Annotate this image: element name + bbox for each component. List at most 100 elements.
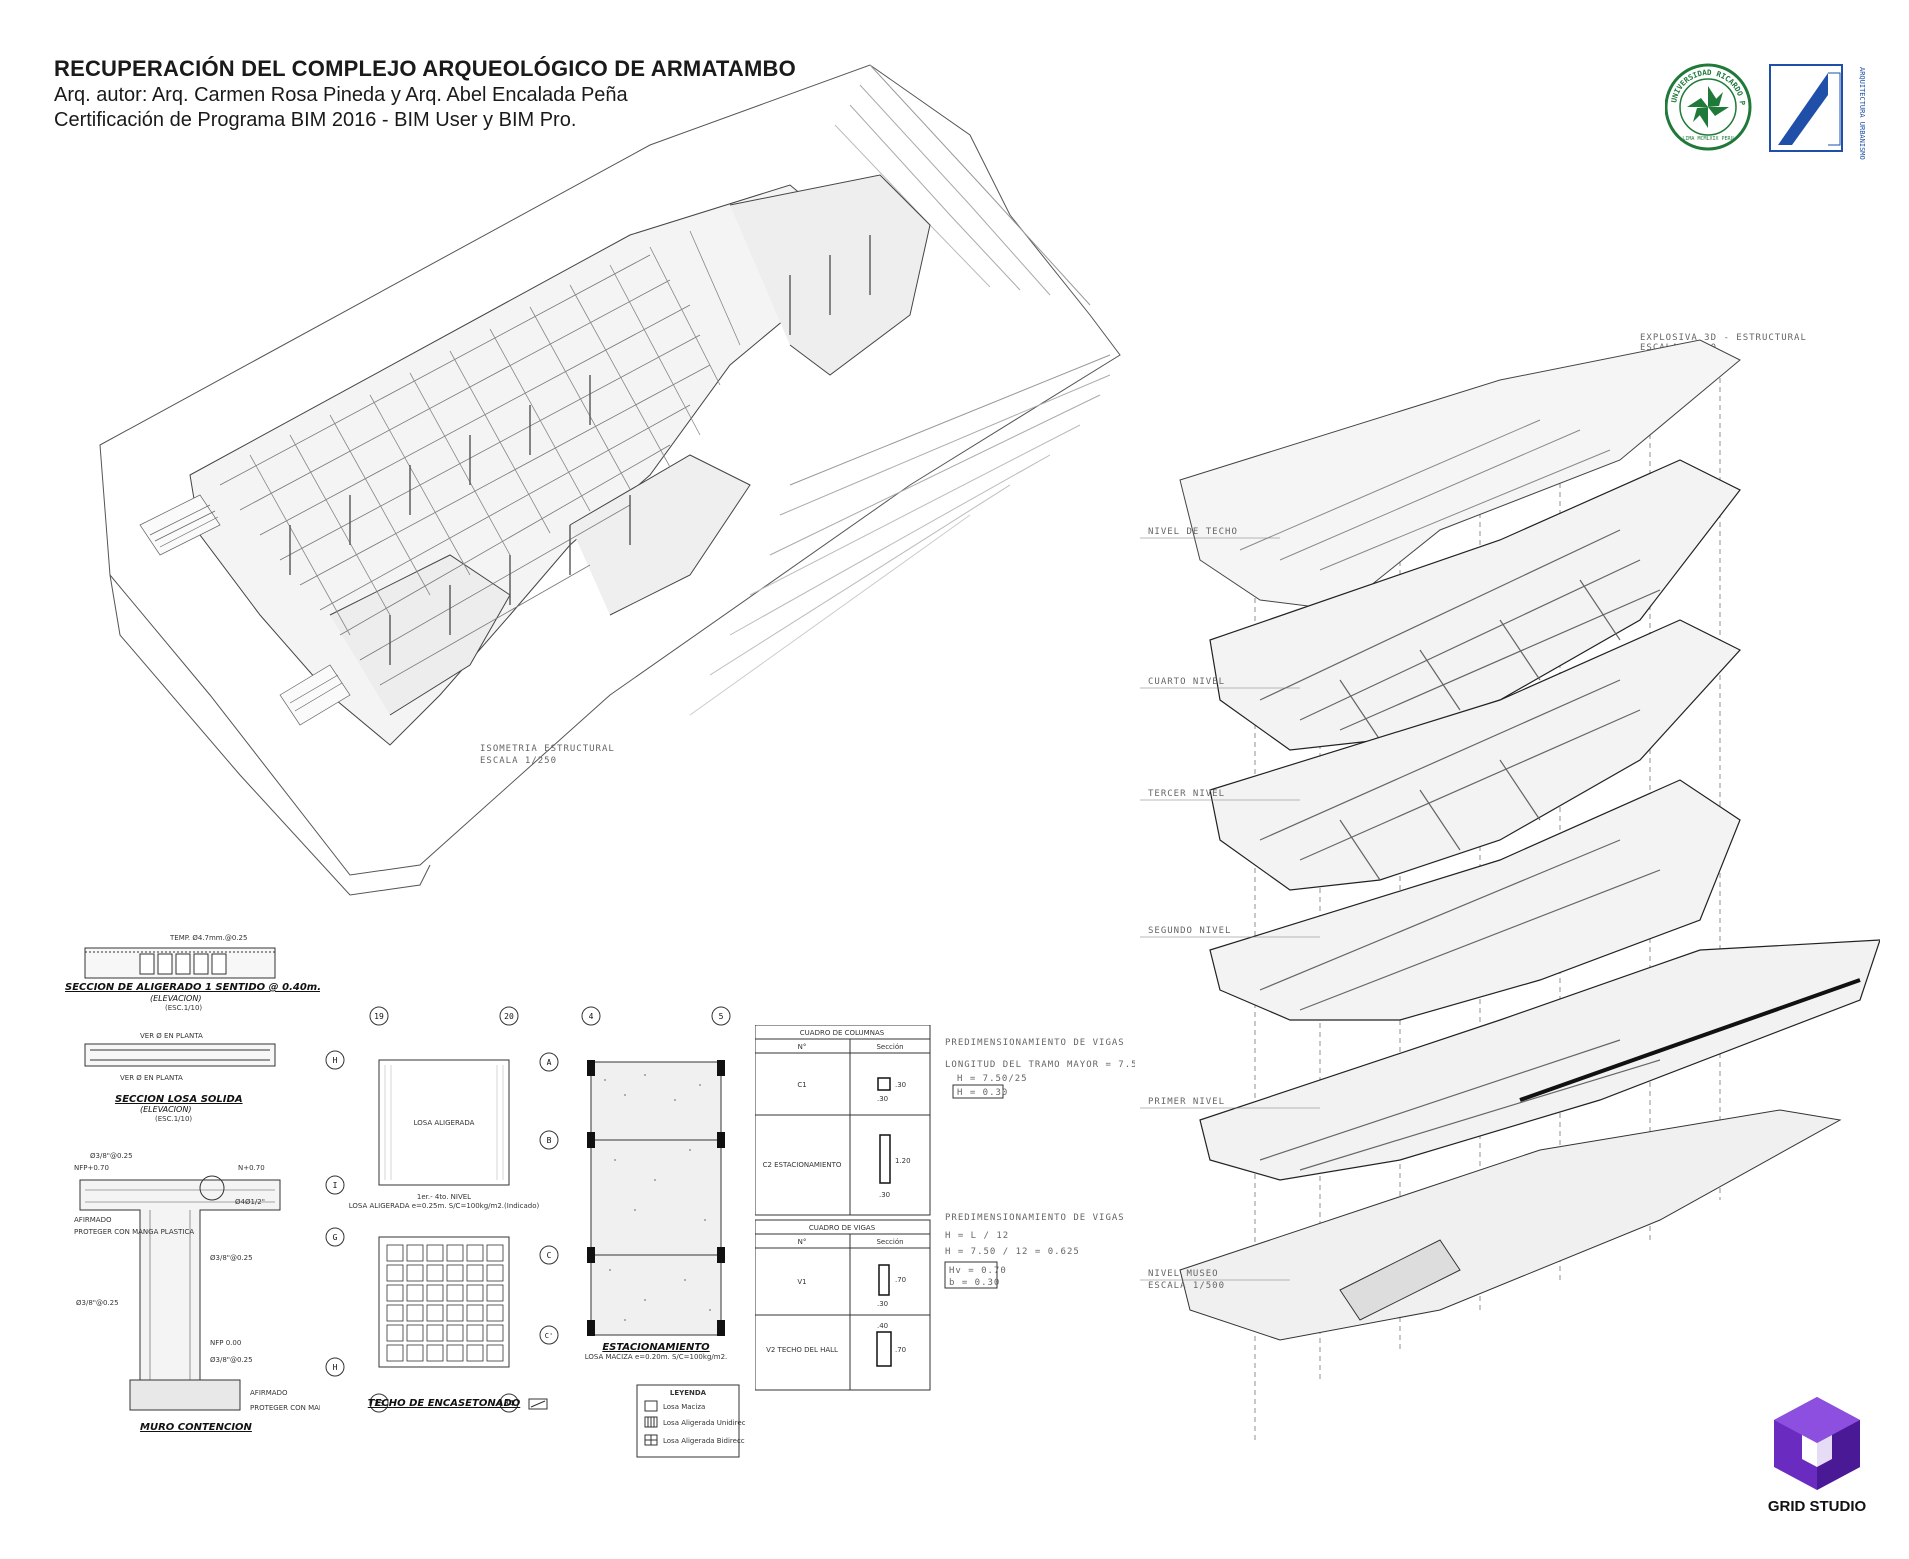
svg-text:G: G [333,1233,338,1242]
certification-text: Certificación de Programa BIM 2016 - BIM… [54,109,577,131]
level-third [1209,619,1741,891]
losa-solida-section: VER Ø EN PLANTA VER Ø EN PLANTA SECCION … [84,1032,276,1123]
svg-text:(ELEVACION): (ELEVACION) [140,1105,191,1114]
slab-plans: 19 20 H I LOSA ALIGERADA 1er.- 4to. NIVE… [325,1006,745,1458]
svg-text:Sección: Sección [876,1238,903,1246]
svg-text:Losa Maciza: Losa Maciza [663,1403,705,1411]
plan-encasetonado: G H 33 34 TECHO DE ENCASETONADO [325,1227,521,1413]
level-first [1199,939,1880,1181]
svg-text:.30: .30 [877,1300,888,1308]
svg-text:Ø3/8"@0.25: Ø3/8"@0.25 [76,1299,119,1307]
svg-text:20: 20 [504,1012,514,1021]
building-main-block [189,184,851,746]
predim-vigas-1: PREDIMENSIONAMIENTO DE VIGAS LONGITUD DE… [945,1038,1135,1099]
svg-text:V1: V1 [797,1278,806,1286]
grid-studio-icon [1774,1397,1860,1490]
svg-text:N°: N° [798,1238,807,1246]
aligerado-title: SECCION DE ALIGERADO 1 SENTIDO @ 0.40m. [65,982,320,993]
svg-text:1er.- 4to. NIVEL: 1er.- 4to. NIVEL [417,1193,471,1201]
svg-text:NFP+0.70: NFP+0.70 [74,1164,109,1172]
isometric-label: ISOMETRIA ESTRUCTURAL [480,744,615,754]
svg-text:Losa Aligerada Unidireccional: Losa Aligerada Unidireccional [663,1419,745,1427]
scale-symbol [528,1398,548,1410]
muro-title: MURO CONTENCION [140,1422,253,1433]
svg-text:(ESC.1/10): (ESC.1/10) [165,1004,202,1012]
columns-table: CUADRO DE COLUMNAS N° Sección C1 .30 .30… [755,1025,931,1216]
svg-text:LOSA ALIGERADA: LOSA ALIGERADA [414,1119,475,1127]
level-fourth [1209,459,1741,751]
logos: UNIVERSIDAD RICARDO PALMA LIMA MCMLXIX P… [1665,60,1866,160]
svg-text:.70: .70 [895,1276,906,1284]
svg-text:Ø3/8"@0.25: Ø3/8"@0.25 [210,1356,253,1364]
structural-tables: CUADRO DE COLUMNAS N° Sección C1 .30 .30… [755,1025,1135,1391]
legend: LEYENDA Losa Maciza Losa Aligerada Unidi… [636,1384,745,1458]
svg-text:N°: N° [798,1043,807,1051]
svg-text:1.20: 1.20 [895,1157,911,1165]
svg-text:LONGITUD DEL TRAMO MAYOR = 7.5: LONGITUD DEL TRAMO MAYOR = 7.50 [945,1060,1135,1070]
svg-text:CUADRO DE COLUMNAS: CUADRO DE COLUMNAS [800,1029,885,1037]
svg-text:19: 19 [374,1012,384,1021]
svg-text:TECHO DE ENCASETONADO: TECHO DE ENCASETONADO [368,1398,521,1409]
svg-text:C': C' [545,1332,553,1340]
level-label-fourth: CUARTO NIVEL [1148,677,1225,687]
predim-vigas-2: PREDIMENSIONAMIENTO DE VIGAS H = L / 12 … [944,1213,1124,1289]
faua-side-text: ARQUITECTURA URBANISMO [1858,67,1866,160]
svg-text:Hv = 0.70: Hv = 0.70 [949,1266,1007,1276]
exploded-bottom-scale: ESCALA 1/500 [1148,1281,1225,1291]
urp-bottom-text: LIMA MCMLXIX PERU [1682,136,1733,142]
svg-text:CUADRO DE VIGAS: CUADRO DE VIGAS [809,1224,876,1232]
page-title: RECUPERACIÓN DEL COMPLEJO ARQUEOLÓGICO D… [54,56,796,81]
level-label-museum: NIVEL MUSEO [1148,1269,1219,1279]
svg-text:34: 34 [504,1399,514,1408]
svg-text:LOSA ALIGERADA e=0.25m. S/C=10: LOSA ALIGERADA e=0.25m. S/C=100kg/m2.(In… [349,1202,540,1210]
level-roof [1179,339,1741,611]
svg-text:Ø3/8"@0.25: Ø3/8"@0.25 [90,1152,133,1160]
urp-logo: UNIVERSIDAD RICARDO PALMA LIMA MCMLXIX P… [1665,60,1752,151]
svg-text:H: H [333,1056,338,1065]
svg-text:Sección: Sección [876,1043,903,1051]
svg-text:.40: .40 [877,1322,888,1330]
svg-text:H = 7.50 / 12 = 0.625: H = 7.50 / 12 = 0.625 [945,1247,1080,1257]
svg-text:5: 5 [719,1012,724,1021]
svg-text:B: B [547,1136,552,1145]
isometric-scale: ESCALA 1/250 [480,756,557,766]
svg-text:H = L / 12: H = L / 12 [945,1231,1009,1241]
svg-text:.30: .30 [895,1081,906,1089]
svg-text:VER Ø EN PLANTA: VER Ø EN PLANTA [140,1032,203,1040]
svg-text:LOSA MACIZA e=0.20m. S/C=100kg: LOSA MACIZA e=0.20m. S/C=100kg/m2. [585,1353,728,1361]
svg-text:PROTEGER CON MANGA PLASTICA: PROTEGER CON MANGA PLASTICA [74,1228,194,1236]
level-label-second: SEGUNDO NIVEL [1148,926,1231,936]
grid-studio-label: GRID STUDIO [1767,1498,1867,1515]
beams-table: CUADRO DE VIGAS N° Sección V1 .70 .30 V2… [755,1219,931,1391]
plan-estacionamiento: 4 5 A B C C' ESTACIONAMIENTO LOSA MACIZA… [539,1006,731,1361]
svg-text:.70: .70 [895,1346,906,1354]
authors-text: Arq. autor: Arq. Carmen Rosa Pineda y Ar… [54,84,628,106]
exploded-structural-view: EXPLOSIVA 3D - ESTRUCTURAL ESCALA 1/500 [1140,333,1880,1440]
svg-text:C: C [547,1251,552,1260]
faua-logo: ARQUITECTURA URBANISMO [1769,64,1866,160]
svg-text:H: H [333,1363,338,1372]
svg-text:Ø4Ø1/2": Ø4Ø1/2" [235,1198,265,1206]
plan-losa-aligerada: 19 20 H I LOSA ALIGERADA 1er.- 4to. NIVE… [325,1006,540,1210]
svg-text:PROTEGER CON MANGA PLASTICA: PROTEGER CON MANGA PLASTICA [250,1404,320,1412]
svg-text:V2 TECHO DEL HALL: V2 TECHO DEL HALL [766,1346,838,1354]
svg-text:N+0.70: N+0.70 [238,1164,265,1172]
exploded-title: EXPLOSIVA 3D - ESTRUCTURAL [1640,333,1807,343]
muro-contencion-section: Ø3/8"@0.25 NFP+0.70 N+0.70 Ø4Ø1/2" AFIRM… [74,1152,320,1433]
losa-solida-title: SECCION LOSA SOLIDA [115,1094,243,1105]
level-museum [1179,1109,1842,1341]
svg-text:AFIRMADO: AFIRMADO [250,1389,288,1397]
svg-text:33: 33 [374,1399,384,1408]
level-label-third: TERCER NIVEL [1148,789,1225,799]
svg-text:H = 7.50/25: H = 7.50/25 [957,1074,1028,1084]
svg-text:(ELEVACION): (ELEVACION) [150,994,201,1003]
svg-text:C1: C1 [797,1081,806,1089]
svg-text:ESTACIONAMIENTO: ESTACIONAMIENTO [602,1342,710,1353]
level-label-first: PRIMER NIVEL [1148,1097,1225,1107]
svg-text:PREDIMENSIONAMIENTO DE VIGAS: PREDIMENSIONAMIENTO DE VIGAS [945,1038,1125,1048]
svg-text:H = 0.30: H = 0.30 [957,1088,1008,1098]
svg-text:NFP 0.00: NFP 0.00 [210,1339,241,1347]
svg-text:4: 4 [589,1012,594,1021]
svg-text:I: I [333,1181,338,1190]
svg-text:(ESC.1/10): (ESC.1/10) [155,1115,192,1123]
